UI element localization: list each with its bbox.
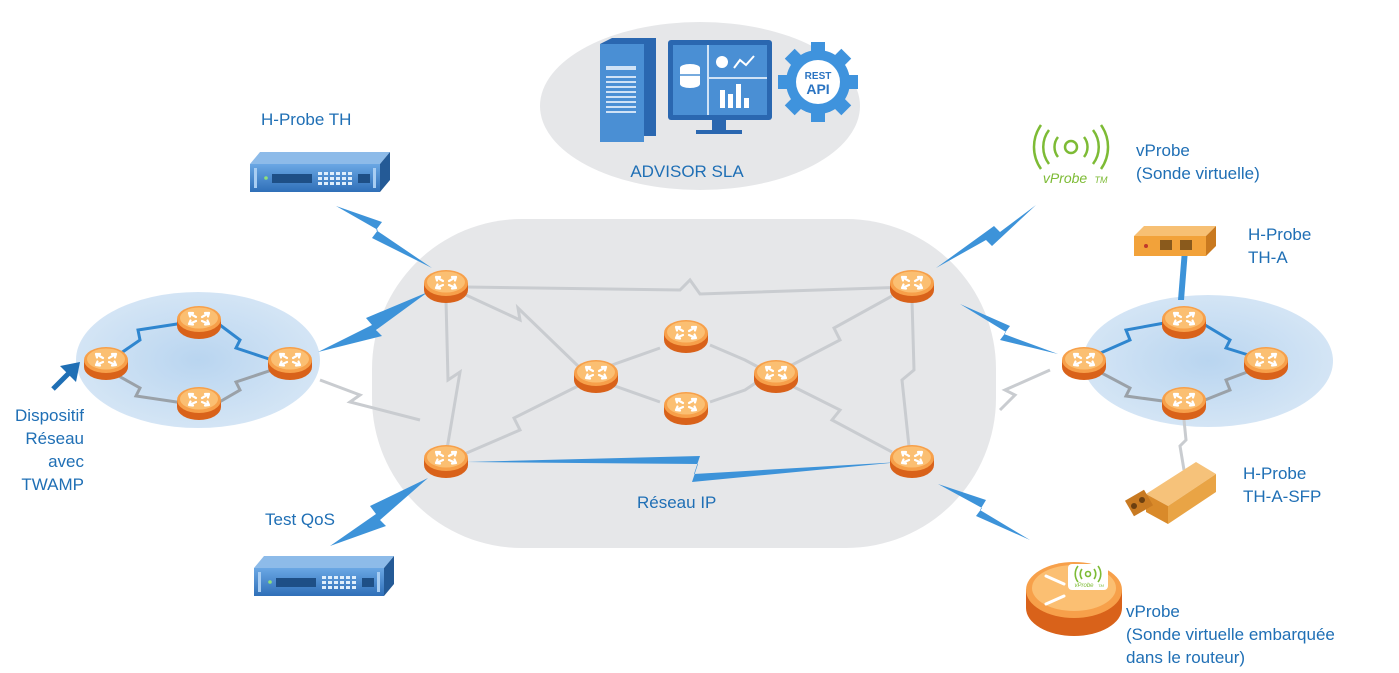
hprobe-sfp-label: H-Probe TH-A-SFP — [1243, 462, 1321, 508]
router-cloud-top-right — [888, 268, 936, 305]
api-label: API — [806, 81, 829, 97]
router-left-site-north — [175, 304, 223, 341]
router-cloud-top — [662, 318, 710, 355]
rest-label: REST — [805, 71, 832, 82]
hprobe-th-device — [250, 152, 390, 192]
router-cloud-top-left — [422, 268, 470, 305]
right-site-links — [1095, 320, 1259, 404]
dispositif-line4: TWAMP — [21, 475, 84, 494]
hprobe-sfp-line1: H-Probe — [1243, 464, 1307, 483]
vprobe-logo-tm: TM — [1095, 175, 1108, 185]
right-site — [1083, 295, 1333, 427]
router-right-site-east — [1242, 345, 1290, 382]
router-left-site-south — [175, 385, 223, 422]
vprobe-embedded-logo-tm: TM — [1098, 583, 1104, 588]
reseau-ip-label: Réseau IP — [637, 493, 717, 512]
test-qos-device — [254, 556, 394, 596]
hprobe-tha-line2: TH-A — [1248, 248, 1288, 267]
dispositif-line1: Dispositif — [15, 406, 84, 425]
vprobe-top-line1: vProbe — [1136, 141, 1190, 160]
arrow-icon — [51, 362, 80, 391]
router-right-site-south — [1160, 385, 1208, 422]
rest-api-gear-icon: REST API — [778, 42, 858, 122]
hprobe-tha-label: H-Probe TH-A — [1248, 223, 1311, 269]
hprobe-sfp-line2: TH-A-SFP — [1243, 487, 1322, 506]
hprobe-tha-device — [1134, 226, 1216, 256]
vprobe-bottom-line3: dans le routeur) — [1126, 648, 1246, 667]
hprobe-th-label: H-Probe TH — [261, 110, 352, 129]
router-cloud-right — [752, 358, 800, 395]
advisor-server-icon — [600, 38, 772, 142]
sfp-link — [1178, 419, 1188, 471]
vprobe-logo-text: vProbe — [1043, 170, 1088, 186]
dispositif-line2: Réseau — [25, 429, 84, 448]
router-left-site-east — [266, 345, 314, 382]
dispositif-label: Dispositif Réseau avec TWAMP — [0, 404, 84, 496]
vprobe-bottom-line1: vProbe — [1126, 602, 1180, 621]
wireless-links — [318, 205, 1188, 546]
vprobe-logo-icon: vProbe TM — [1032, 124, 1110, 186]
vprobe-bottom-label: vProbe (Sonde virtuelle embarquée dans l… — [1126, 600, 1335, 669]
dispositif-line3: avec — [48, 452, 84, 471]
hprobe-tha-line1: H-Probe — [1248, 225, 1312, 244]
router-cloud-bottom-right — [888, 443, 936, 480]
vprobe-top-label: vProbe (Sonde virtuelle) — [1136, 139, 1260, 185]
vprobe-embedded-logo-text: vProbe — [1074, 583, 1094, 589]
router-cloud-bottom-left — [422, 443, 470, 480]
router-cloud-bottom — [662, 390, 710, 427]
test-qos-label: Test QoS — [265, 510, 335, 529]
advisor-sla-label: ADVISOR SLA — [630, 162, 744, 181]
hprobe-sfp-device — [1124, 462, 1216, 524]
vprobe-embedded-router: vProbe TM — [1026, 562, 1122, 636]
vprobe-top-line2: (Sonde virtuelle) — [1136, 164, 1260, 183]
left-site-links — [107, 320, 273, 406]
router-left-site-west — [82, 345, 130, 382]
vprobe-bottom-line2: (Sonde virtuelle embarquée — [1126, 625, 1335, 644]
router-right-site-north — [1160, 304, 1208, 341]
router-right-site-west — [1060, 345, 1108, 382]
router-cloud-left — [572, 358, 620, 395]
